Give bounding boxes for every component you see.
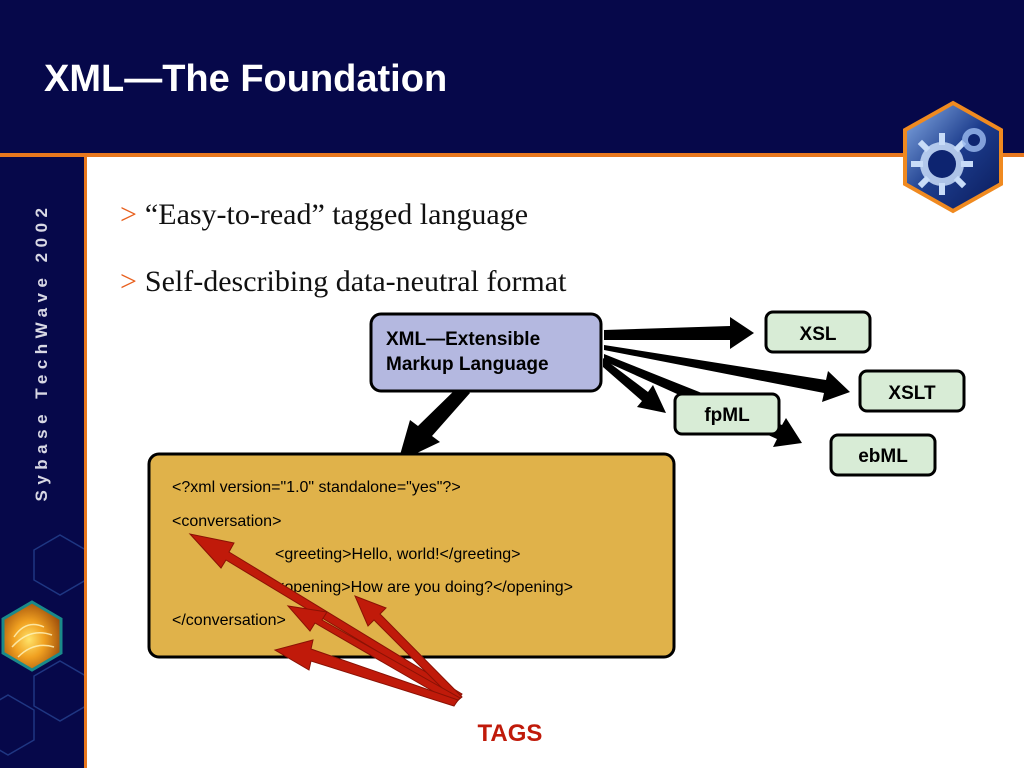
code-line: <?xml version="1.0" standalone="yes"?> — [172, 479, 461, 496]
code-line: <conversation> — [172, 513, 281, 530]
main-box: XML—Extensible Markup Language — [369, 312, 603, 393]
tag-arrow — [188, 533, 463, 701]
header-band — [0, 0, 1024, 155]
sidebar-rule — [84, 157, 87, 768]
slide-title: XML—The Foundation — [44, 58, 448, 100]
header-rule — [0, 153, 1024, 157]
bullet-item: >Self-describing data-neutral format — [120, 265, 566, 299]
main-box-line: XML—Extensible — [386, 329, 540, 350]
hexagon-gear-icon — [903, 100, 1003, 214]
arrow-to-fpml — [603, 358, 666, 413]
arrow-to-xsl — [604, 317, 754, 349]
tags-label: TAGS — [478, 720, 543, 747]
bullet-text: “Easy-to-read” tagged language — [144, 198, 529, 231]
main-box-line: Markup Language — [386, 354, 549, 375]
target-fpml: fpML — [673, 392, 781, 436]
tag-arrow — [286, 605, 461, 705]
tag-arrow — [354, 595, 463, 703]
target-label: fpML — [704, 405, 750, 426]
bullet-item: >“Easy-to-read” tagged language — [120, 198, 528, 232]
arrow-to-code — [398, 385, 470, 462]
target-label: XSL — [800, 324, 837, 345]
bullet-text: Self-describing data-neutral format — [144, 265, 567, 298]
tag-arrow — [273, 639, 459, 707]
bullet-marker: > — [120, 265, 137, 298]
arrow-to-xslt — [604, 345, 850, 402]
target-label: XSLT — [888, 383, 936, 404]
xml-code-box: <?xml version="1.0" standalone="yes"?> <… — [147, 452, 676, 659]
target-ebml: ebML — [829, 433, 937, 477]
target-label: ebML — [858, 446, 908, 467]
bullet-marker: > — [120, 198, 137, 231]
code-line: <greeting>Hello, world!</greeting> — [275, 546, 521, 563]
code-line: <opening>How are you doing?</opening> — [275, 579, 573, 596]
target-xslt: XSLT — [858, 369, 966, 413]
code-line: </conversation> — [172, 612, 286, 629]
sidebar-band — [0, 157, 84, 768]
target-xsl: XSL — [764, 310, 872, 354]
hexagon-glow-icon — [0, 534, 84, 756]
